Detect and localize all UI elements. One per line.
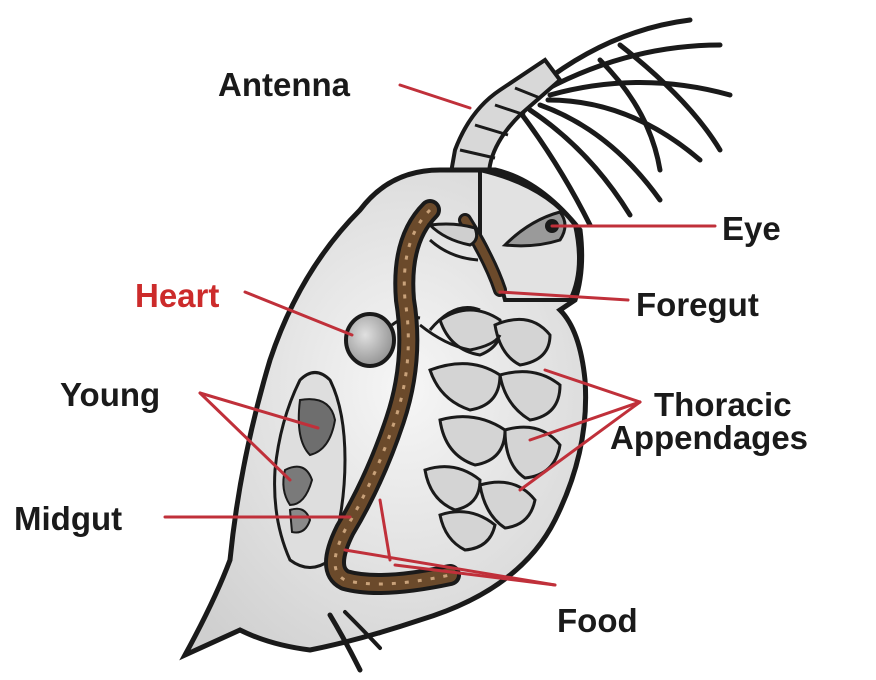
label-young: Young <box>60 378 160 411</box>
label-heart: Heart <box>135 279 219 312</box>
label-thoracic-appendages: Thoracic Appendages <box>648 388 808 454</box>
label-midgut: Midgut <box>14 502 122 535</box>
label-foregut: Foregut <box>636 288 759 321</box>
label-antenna: Antenna <box>218 68 350 101</box>
label-eye: Eye <box>722 212 781 245</box>
antenna-setae <box>520 20 730 225</box>
label-thoracic-line2: Appendages <box>610 421 808 454</box>
leader-antenna <box>400 85 470 108</box>
label-food: Food <box>557 604 638 637</box>
label-thoracic-line1: Thoracic <box>648 388 808 421</box>
